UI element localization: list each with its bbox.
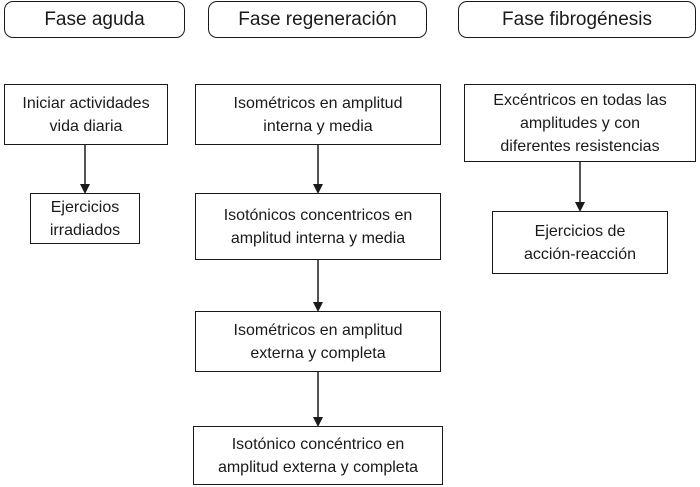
regeneration-step-4-box: Isotónico concéntrico en amplitud extern… (193, 426, 443, 485)
regeneration-step-1-box: Isométricos en amplitud interna y media (195, 84, 441, 145)
regeneration-step-3-box: Isométricos en amplitud externa y comple… (195, 311, 441, 372)
header-fase-regeneracion: Fase regeneración (208, 1, 427, 38)
acute-step-1-box: Iniciar actividades vida diaria (4, 84, 168, 145)
header-fase-aguda: Fase aguda (4, 1, 185, 38)
fibrogenesis-step-1-box: Excéntricos en todas las amplitudes y co… (464, 84, 696, 162)
acute-step-2-box: Ejercicios irradiados (30, 193, 140, 244)
fibrogenesis-step-2-box: Ejercicios de acción-reacción (492, 211, 668, 274)
header-fase-fibrogenesis: Fase fibrogénesis (458, 1, 696, 38)
regeneration-step-2-box: Isotónicos concentricos en amplitud inte… (195, 193, 441, 260)
